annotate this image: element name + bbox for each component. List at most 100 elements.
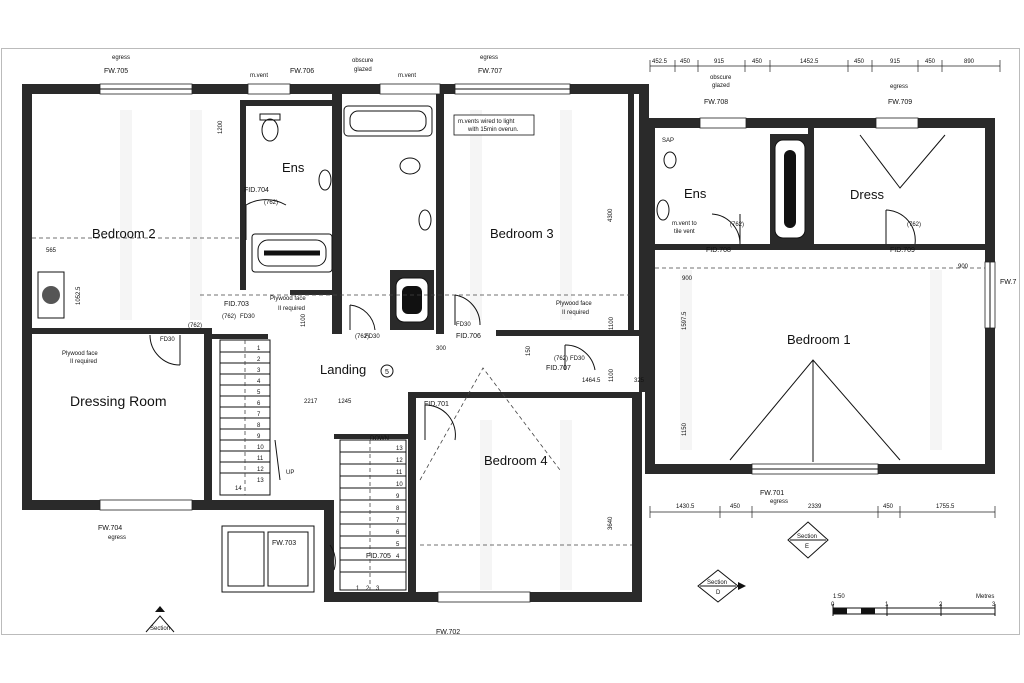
svg-text:FW.7: FW.7: [1000, 279, 1016, 286]
svg-text:FW.708: FW.708: [704, 99, 728, 106]
svg-text:14: 14: [235, 486, 242, 492]
svg-text:7: 7: [257, 412, 261, 418]
svg-text:FD30: FD30: [570, 356, 585, 362]
stair-numbers-right: 13 12 11 10 9 8 7 6 5 4 3 2 1: [356, 446, 403, 592]
svg-text:2: 2: [257, 357, 261, 363]
stair-left: [219, 339, 281, 496]
label-ens-right: Ens: [684, 186, 707, 201]
svg-text:915: 915: [714, 59, 725, 65]
svg-text:1: 1: [885, 602, 889, 608]
svg-text:450: 450: [752, 59, 763, 65]
svg-text:DOWN: DOWN: [370, 436, 389, 442]
svg-text:1200: 1200: [218, 120, 224, 134]
svg-text:II required: II required: [70, 359, 97, 365]
svg-text:Section: Section: [707, 580, 727, 586]
svg-text:FID.707: FID.707: [546, 365, 571, 372]
svg-text:3: 3: [257, 368, 261, 374]
svg-text:12: 12: [257, 467, 264, 473]
label-bedroom2: Bedroom 2: [92, 226, 156, 241]
annotation-notes: m.vents wired to light with 15min overun…: [62, 114, 697, 476]
landing-mark-circle: [380, 364, 394, 378]
svg-text:890: 890: [964, 59, 975, 65]
svg-text:FW.709: FW.709: [888, 99, 912, 106]
dim-strip-bottom: [649, 506, 996, 518]
stair-numbers-left: 1 2 3 4 5 6 7 8 9 10 11 12 13 14: [235, 346, 264, 492]
svg-text:(762): (762): [554, 356, 568, 362]
dimension-labels: 452.5 450 915 450 1452.5 450 915 450 890…: [46, 59, 975, 530]
svg-text:450: 450: [680, 59, 691, 65]
svg-text:452.5: 452.5: [652, 59, 668, 65]
svg-text:2339: 2339: [808, 504, 822, 510]
svg-text:m.vent: m.vent: [398, 73, 416, 79]
svg-text:FID.706: FID.706: [456, 333, 481, 340]
svg-text:FW.702: FW.702: [436, 629, 460, 636]
svg-text:9: 9: [396, 494, 400, 500]
svg-text:915: 915: [890, 59, 901, 65]
svg-text:UP: UP: [286, 470, 294, 476]
svg-text:m.vent to: m.vent to: [672, 221, 697, 227]
svg-text:FD30: FD30: [365, 334, 380, 340]
svg-text:2217: 2217: [304, 399, 318, 405]
section-marker-d: [697, 569, 746, 603]
svg-text:450: 450: [925, 59, 936, 65]
svg-text:(762): (762): [730, 222, 744, 228]
svg-text:2: 2: [939, 602, 943, 608]
svg-text:6: 6: [396, 530, 400, 536]
label-bedroom4: Bedroom 4: [484, 453, 548, 468]
svg-text:5: 5: [257, 390, 261, 396]
svg-text:FD30: FD30: [456, 322, 471, 328]
svg-text:egress: egress: [890, 84, 908, 90]
svg-text:egress: egress: [108, 535, 126, 541]
window-openings: [99, 83, 996, 603]
section-marker-c: [145, 606, 175, 633]
svg-text:4: 4: [396, 554, 400, 560]
svg-text:FID.709: FID.709: [890, 247, 915, 254]
svg-text:egress: egress: [480, 55, 498, 61]
svg-text:FID.704: FID.704: [244, 187, 269, 194]
svg-text:7: 7: [396, 518, 400, 524]
svg-text:300: 300: [436, 346, 447, 352]
svg-text:3: 3: [992, 602, 996, 608]
svg-text:1100: 1100: [609, 316, 615, 330]
scale-bar: [832, 604, 996, 616]
svg-text:obscure: obscure: [710, 75, 732, 81]
svg-text:1100: 1100: [301, 313, 307, 327]
svg-text:FID.701: FID.701: [424, 401, 449, 408]
door-swings: [149, 199, 916, 571]
svg-text:FID.708: FID.708: [706, 247, 731, 254]
svg-text:II required: II required: [278, 306, 305, 312]
svg-text:tile vent: tile vent: [674, 229, 695, 235]
svg-text:(762): (762): [222, 314, 236, 320]
svg-text:FW.701: FW.701: [760, 490, 784, 497]
svg-text:1755.5: 1755.5: [936, 504, 955, 510]
svg-text:D: D: [716, 590, 721, 596]
svg-text:5: 5: [396, 542, 400, 548]
sheet-frame: [1, 48, 1020, 635]
svg-text:11: 11: [257, 456, 264, 462]
svg-text:325: 325: [634, 378, 645, 384]
svg-text:13: 13: [396, 446, 403, 452]
svg-text:FW.706: FW.706: [290, 68, 314, 75]
svg-text:glazed: glazed: [712, 83, 730, 89]
svg-text:Plywood face: Plywood face: [556, 301, 592, 307]
svg-text:10: 10: [257, 445, 264, 451]
svg-text:13: 13: [257, 478, 264, 484]
svg-text:1597.5: 1597.5: [682, 311, 688, 330]
fw703-box: [221, 525, 315, 593]
svg-text:egress: egress: [770, 499, 788, 505]
window-labels: egress FW.705 m.vent FW.706 obscure glaz…: [98, 55, 1016, 636]
svg-text:Plywood face: Plywood face: [62, 351, 98, 357]
svg-text:1245: 1245: [338, 399, 352, 405]
svg-text:1100: 1100: [609, 368, 615, 382]
svg-text:10: 10: [396, 482, 403, 488]
svg-text:1:50: 1:50: [833, 594, 845, 600]
label-dressing-room: Dressing Room: [70, 393, 166, 409]
svg-text:with 15min overun.: with 15min overun.: [467, 127, 519, 133]
svg-text:Metres: Metres: [976, 594, 994, 600]
svg-text:Section: Section: [150, 626, 170, 632]
svg-text:FD30: FD30: [160, 337, 175, 343]
section-marker-e: [787, 521, 829, 559]
label-bedroom1: Bedroom 1: [787, 332, 851, 347]
svg-text:FW.707: FW.707: [478, 68, 502, 75]
